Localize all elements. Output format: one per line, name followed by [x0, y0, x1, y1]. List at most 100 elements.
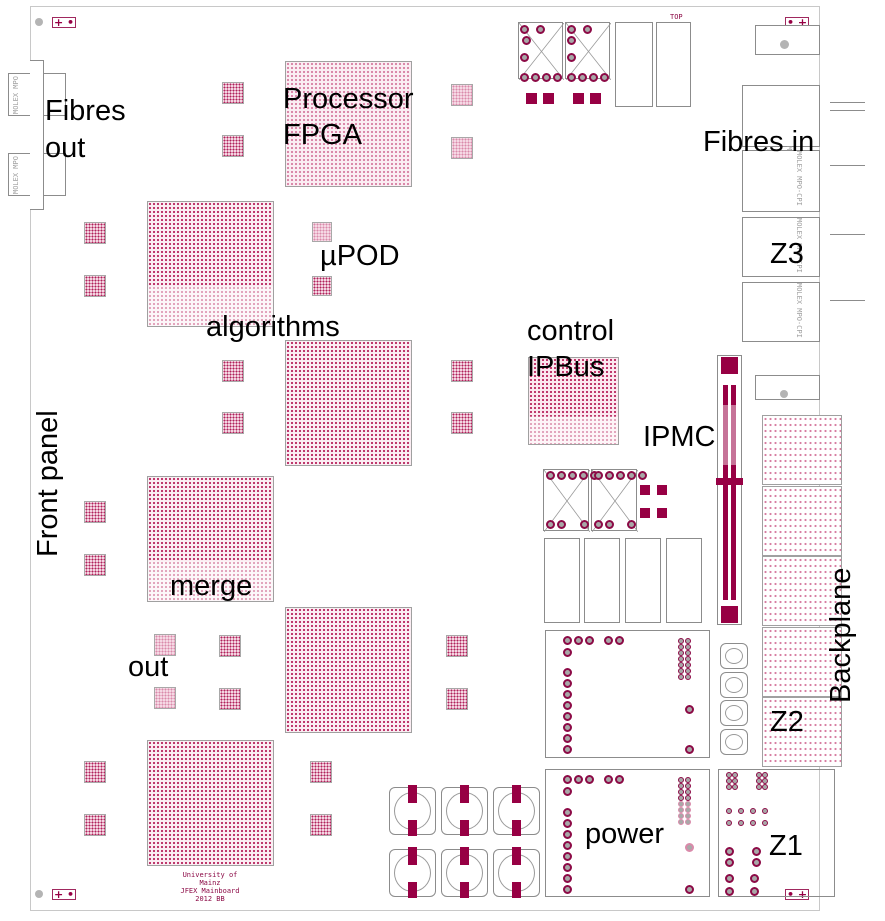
through-hole-pad — [627, 520, 636, 529]
small-chip — [451, 412, 473, 434]
silkscreen-line: 2012 BB — [195, 895, 225, 904]
through-hole-pad — [531, 73, 540, 82]
through-hole-pad — [520, 25, 529, 34]
through-hole-pad — [585, 636, 594, 645]
small-chip — [222, 135, 244, 157]
through-hole-pad — [563, 734, 572, 743]
upod-chip — [312, 222, 332, 242]
small-chip — [219, 635, 241, 657]
through-hole-pad — [756, 784, 762, 790]
mounting-bracket — [755, 375, 820, 400]
pin-header — [666, 538, 702, 623]
capacitor — [720, 672, 748, 698]
pin-header — [584, 538, 620, 623]
through-hole-pad — [563, 636, 572, 645]
fiducial-marker: + • — [52, 17, 76, 28]
capacitor — [720, 643, 748, 669]
small-chip — [446, 635, 468, 657]
through-hole-pad — [685, 807, 691, 813]
merge-fpga-bga — [147, 476, 274, 602]
through-hole-pad — [685, 783, 691, 789]
inductor-pad — [512, 785, 521, 803]
through-hole-pad — [756, 772, 762, 778]
small-chip — [310, 761, 332, 783]
backplane-connector — [762, 415, 842, 485]
small-chip — [84, 275, 106, 297]
through-hole-pad — [567, 53, 576, 62]
small-chip — [222, 360, 244, 382]
connector-label: MOLEX MPO — [12, 156, 20, 194]
dot-icon: • — [786, 888, 794, 901]
fiducial-marker: • + — [785, 889, 809, 900]
dot-icon: • — [67, 16, 75, 29]
through-hole-pad — [732, 772, 738, 778]
dimm-crossbar — [716, 478, 743, 485]
through-hole-pad — [563, 787, 572, 796]
through-hole-pad — [563, 648, 572, 657]
through-hole-pad — [678, 662, 684, 668]
inductor-pad — [408, 882, 417, 898]
algorithm-fpga-bga — [147, 201, 274, 327]
through-hole-pad — [685, 705, 694, 714]
z2-connector — [762, 697, 842, 767]
label-fibres-out: Fibres out — [45, 97, 126, 163]
through-hole-pad — [685, 813, 691, 819]
smd-pad — [640, 485, 650, 495]
control-fpga-bga — [528, 357, 619, 445]
small-chip — [222, 82, 244, 104]
through-hole-pad — [563, 679, 572, 688]
label-line: out — [45, 132, 86, 164]
through-hole-pad — [563, 668, 572, 677]
label-power: power — [585, 818, 664, 850]
through-hole-pad — [685, 638, 691, 644]
through-hole-pad — [685, 843, 694, 852]
label-ipmc: IPMC — [643, 421, 716, 453]
small-chip — [310, 814, 332, 836]
through-hole-pad — [678, 801, 684, 807]
small-chip — [451, 84, 473, 106]
algorithm-fpga-bga — [285, 607, 412, 733]
through-hole-pad — [580, 520, 589, 529]
fiducial-marker: + • — [52, 889, 76, 900]
dimm-end-pad — [721, 357, 738, 374]
pin-header — [544, 538, 580, 623]
backplane-connector — [762, 627, 842, 697]
through-hole-pad — [685, 801, 691, 807]
label-front-panel: Front panel — [32, 410, 64, 557]
molex-mpo-cpi-connector: MOLEX MPO-CPI — [742, 150, 820, 212]
small-chip — [84, 501, 106, 523]
label-out: out — [128, 651, 169, 683]
backplane-connector — [762, 556, 842, 626]
mounting-hole — [35, 890, 43, 898]
through-hole-pad — [678, 789, 684, 795]
mounting-hole — [35, 18, 43, 26]
mounting-hole — [780, 40, 789, 49]
through-hole-pad — [732, 784, 738, 790]
inductor-pad — [512, 847, 521, 865]
through-hole-pad — [563, 841, 572, 850]
through-hole-pad — [726, 784, 732, 790]
through-hole-pad — [756, 778, 762, 784]
through-hole-pad — [522, 36, 531, 45]
through-hole-pad — [542, 73, 551, 82]
through-hole-pad — [678, 795, 684, 801]
through-hole-pad — [678, 813, 684, 819]
upod-chip — [312, 276, 332, 296]
through-hole-pad — [546, 471, 555, 480]
through-hole-pad — [638, 471, 647, 480]
through-hole-pad — [604, 636, 613, 645]
through-hole-pad — [732, 778, 738, 784]
through-hole-pad — [536, 25, 545, 34]
through-hole-pad — [725, 874, 734, 883]
through-hole-pad — [600, 73, 609, 82]
connector-body — [30, 60, 44, 210]
label-line: Processor — [283, 83, 414, 115]
smd-pad — [590, 93, 601, 104]
ipmc-dimm-socket — [717, 355, 742, 625]
out-chip — [154, 687, 176, 709]
smd-pad — [573, 93, 584, 104]
through-hole-pad — [685, 650, 691, 656]
dimm-rail — [731, 385, 736, 600]
through-hole-pad — [557, 471, 566, 480]
through-hole-pad — [750, 887, 759, 896]
